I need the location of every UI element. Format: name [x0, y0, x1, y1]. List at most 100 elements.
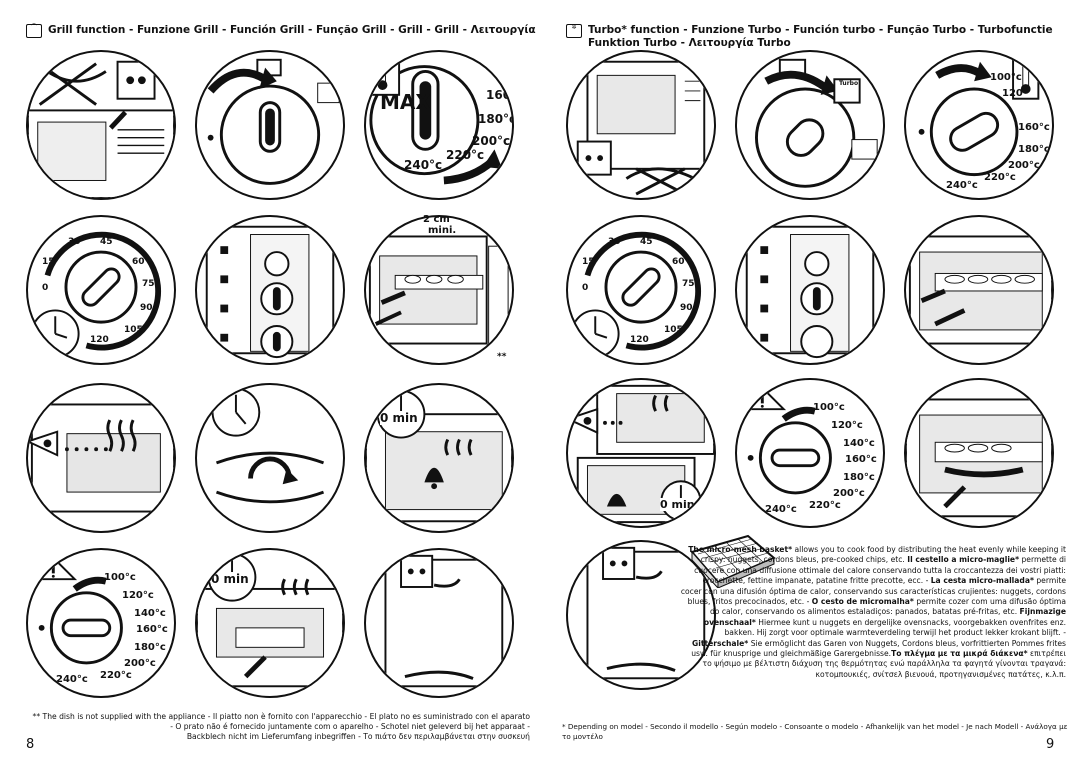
basket-es-text: permite cocer con una difusión óptima de…	[680, 576, 1066, 607]
dish-footnote: ** The dish is not supplied with the app…	[30, 712, 530, 742]
basket-pt-text: permite cozer com uma difusão óptima do …	[709, 597, 1066, 617]
dial-180: 180°c	[134, 642, 166, 653]
timer-r-0: 0	[582, 283, 589, 293]
temp-dial-illustration-right	[738, 386, 832, 495]
dial-r-220: 220°c	[809, 500, 841, 511]
turbo-knob-illustration	[755, 58, 878, 188]
dish-footnote-line2: - O prato não é fornecido juntamente com…	[170, 722, 530, 731]
oven-plug-illustration-right	[576, 60, 706, 196]
panel-timer-right: 30 45 15 60 0 75 90 105 120	[566, 215, 716, 365]
temp-240-label: 240°c	[404, 158, 443, 172]
timer-90: 90	[140, 303, 153, 313]
panel-control-panel	[195, 215, 345, 365]
timer-r-120: 120	[630, 335, 649, 345]
basket-de-bold: Gitterschale*	[692, 638, 749, 648]
panel-control-panel-right	[735, 215, 885, 365]
turbo-header: ✲ Turbo* function - Funzione Turbo - Fun…	[566, 24, 1053, 50]
basket-it-text: permette di cuocere con una diffusione o…	[694, 555, 1066, 586]
panel-select-grill	[195, 50, 345, 200]
timer-r-105: 105	[664, 325, 683, 335]
control-panel-illustration	[205, 225, 335, 359]
panel-end-bell-left: 0 min	[364, 383, 514, 533]
grill-icon: ⌒	[26, 24, 42, 38]
remove-basket-illustration	[906, 398, 1052, 518]
dial-r-240: 240°c	[765, 504, 797, 515]
remove-tray-illustration	[197, 552, 343, 688]
panel-plug-oven-right	[566, 50, 716, 200]
turbo-header-line1: Turbo* function - Funzione Turbo - Funci…	[588, 24, 1053, 36]
model-footnote: * Depending on model - Secondo il modell…	[562, 722, 1068, 741]
basket-de-text: Sie ermöglicht das Garen von Nuggets, Co…	[691, 638, 1066, 659]
dial-r-200: 200°c	[833, 488, 865, 499]
turbo-200: 200°c	[1008, 160, 1040, 171]
panel-temp-dial-right: 100°c 120°c 140°c 160°c 180°c 200°c 220°…	[735, 378, 885, 528]
dial-140: 140°c	[134, 608, 166, 619]
panel-unplug-oven	[26, 50, 176, 200]
panel-insert-tray	[364, 215, 514, 365]
timer-r-30: 30	[608, 237, 621, 247]
turbo-160: 160°c	[1018, 122, 1050, 133]
basket-pt-bold: O cesto de micromalha*	[811, 597, 914, 607]
temp-200-label: 200°c	[472, 134, 511, 148]
basket-nl-text: Hiermee kunt u nuggets en dergelijke ove…	[724, 617, 1066, 638]
basket-en-text: allows you to cook food by distributing …	[700, 545, 1066, 565]
dial-r-160: 160°c	[845, 454, 877, 465]
turn-food-illustration	[211, 387, 325, 504]
dish-note-marker: **	[497, 352, 507, 362]
dial-r-100: 100°c	[813, 402, 845, 413]
turbo-240: 240°c	[946, 180, 978, 191]
turbo-header-line2: Funktion Turbo - Λειτουργία Turbo	[588, 37, 791, 49]
dial-200: 200°c	[124, 658, 156, 669]
panel-temp-dial-left: 100°c 120°c 140°c 160°c 180°c 200°c 220°…	[26, 548, 176, 698]
dial-240: 240°c	[56, 674, 88, 685]
page-number-left: 8	[26, 737, 35, 752]
timer-r-75: 75	[682, 279, 695, 289]
panel-remove-basket	[904, 378, 1054, 528]
turbo-knob-label: Turbo	[839, 80, 859, 87]
panel-remove-tray: 0 min	[195, 548, 345, 698]
insert-tray-illustration	[368, 235, 509, 345]
panel-watch-and-bell: 0 min	[566, 378, 716, 528]
end-bell-illustration	[366, 389, 512, 523]
timer-r-45: 45	[640, 237, 653, 247]
dial-120: 120°c	[122, 590, 154, 601]
page-number-right: 9	[1046, 737, 1055, 752]
turbo-temp-knob	[918, 58, 1040, 177]
unplug-end-illustration	[384, 554, 504, 688]
timer-120: 120	[90, 335, 109, 345]
basket-it-bold: Il cestello a micro-maglie*	[907, 555, 1020, 565]
dish-footnote-line1: ** The dish is not supplied with the app…	[32, 712, 530, 721]
min-distance-cm: 2 cm	[423, 214, 450, 225]
timer-0: 0	[42, 283, 49, 293]
turbo-120: 120	[1002, 88, 1023, 99]
zero-min-label-right: 0 min	[660, 498, 695, 511]
watch-oven-illustration	[28, 403, 174, 513]
panel-unplug-end-left	[364, 548, 514, 698]
micro-mesh-basket-image	[690, 534, 776, 588]
dial-220: 220°c	[100, 670, 132, 681]
left-page: ⌒ Grill function - Funzione Grill - Func…	[26, 24, 536, 752]
panel-max-temp: MAX 160 180°c 200°c 220°c 240°c	[364, 50, 514, 200]
turbo-model-star: *	[869, 178, 875, 189]
turbo-100: 100°c	[990, 72, 1022, 83]
min-distance-mini: mini.	[428, 225, 457, 236]
grill-knob-illustration	[207, 58, 340, 185]
grill-header-text: Grill function - Funzione Grill - Funció…	[48, 24, 536, 36]
control-panel-illustration-right	[745, 225, 875, 359]
dial-160: 160°c	[136, 624, 168, 635]
dial-100: 100°c	[104, 572, 136, 583]
timer-r-60: 60	[672, 257, 685, 267]
max-label: MAX	[380, 90, 431, 114]
panel-unplug-end-right	[566, 540, 716, 690]
right-page: ✲ Turbo* function - Funzione Turbo - Fun…	[540, 0, 1080, 766]
temp-180-label: 180°c	[478, 112, 514, 126]
unplug-end-illustration-right	[586, 546, 706, 680]
panel-turn-food	[195, 383, 345, 533]
timer-75: 75	[142, 279, 155, 289]
panel-watch-oven	[26, 383, 176, 533]
basket-es-bold: La cesta micro-mallada*	[930, 576, 1034, 586]
basket-el-bold: Το πλέγμα με τα μικρά διάκενα*	[891, 649, 1028, 659]
turbo-180: 180°c	[1018, 144, 1050, 155]
dial-r-120: 120°c	[831, 420, 863, 431]
panel-select-turbo: Turbo *	[735, 50, 885, 200]
